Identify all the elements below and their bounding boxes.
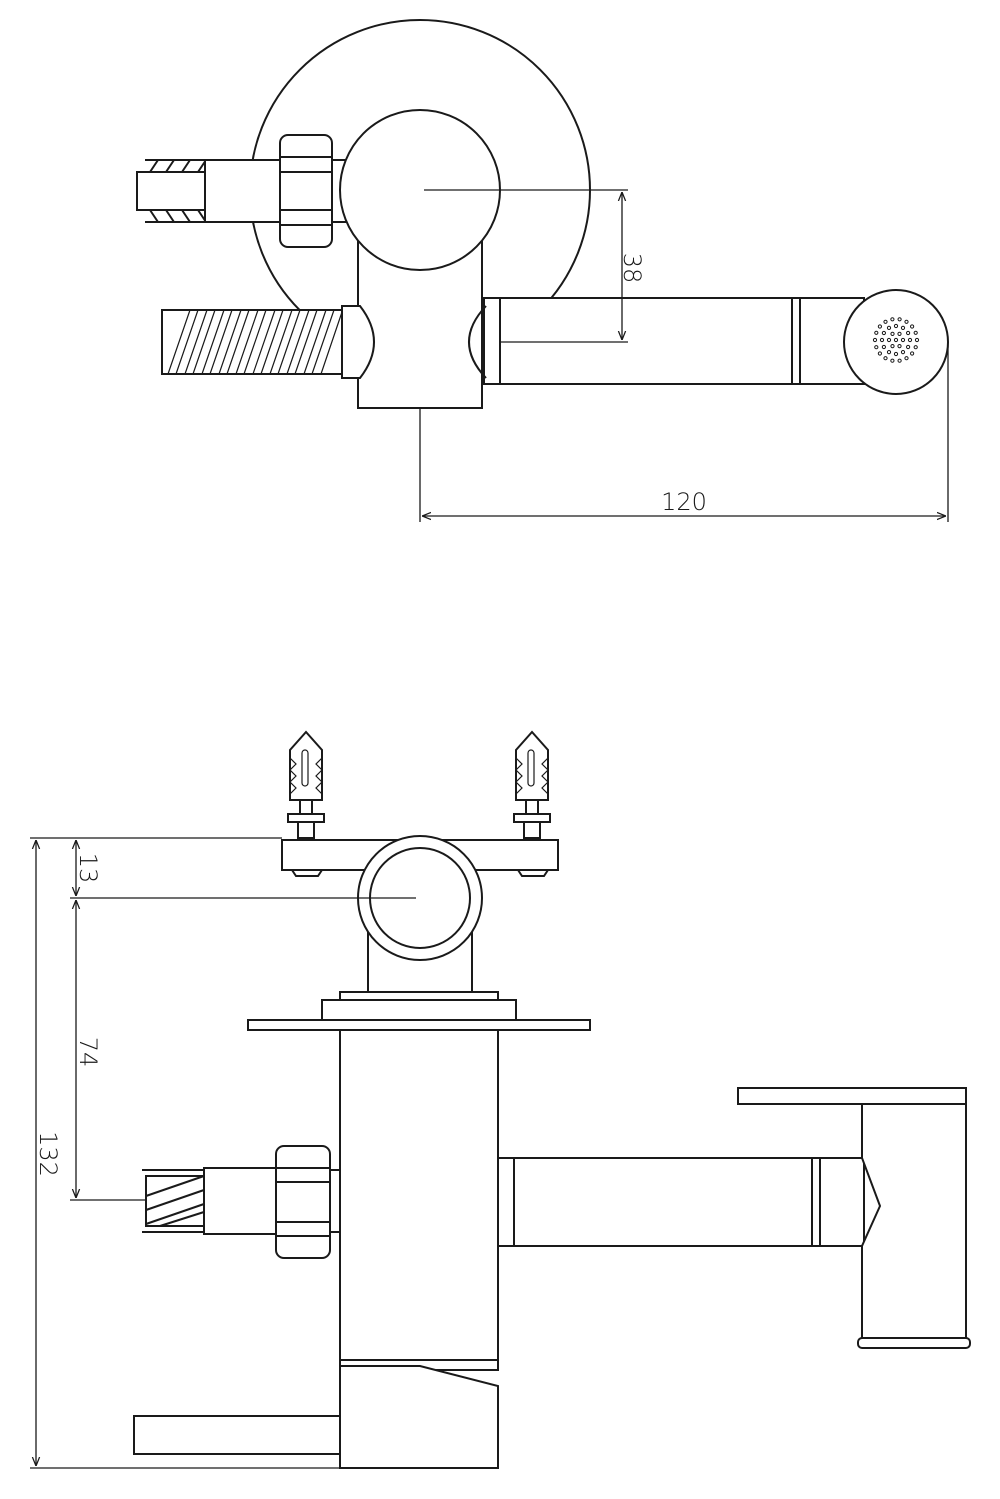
top-view: 38 120 (136, 19, 949, 522)
nozzle-hole (913, 330, 918, 335)
spray-head (843, 289, 949, 395)
nozzle-hole (913, 345, 918, 350)
dimension-38: 38 (618, 192, 646, 340)
nozzle-hole (874, 330, 879, 335)
spray-arm (468, 297, 865, 385)
nozzle-hole (879, 337, 885, 343)
nozzle-hole (907, 337, 913, 343)
nozzle-hole (886, 325, 892, 330)
nozzle-hole (893, 323, 899, 329)
nozzle-hole (877, 351, 883, 356)
nozzle-hole (886, 337, 892, 343)
nozzle-hole (897, 358, 902, 363)
nozzle-hole (900, 350, 906, 355)
spray-arm-side (497, 1157, 865, 1247)
nozzle-hole (900, 337, 906, 343)
lower-hose (161, 305, 375, 379)
nozzle-hole (893, 337, 899, 343)
dimension-label: 38 (618, 253, 646, 284)
nozzle-hole (900, 325, 906, 330)
nozzle-hole (890, 358, 895, 363)
nozzle-hole (890, 317, 895, 322)
nozzle-hole (897, 344, 902, 349)
nozzle-hole (897, 317, 902, 322)
nozzle-hole (881, 330, 887, 336)
nozzle-hole (890, 331, 895, 336)
spray-head-side (737, 1087, 971, 1349)
nozzle-hole (883, 356, 888, 361)
side-inlet-hose (142, 1145, 341, 1259)
dimension-120: 120 (419, 342, 949, 522)
upper-inlet-hose (136, 134, 351, 248)
nozzle-hole (893, 351, 899, 357)
wall-anchor-right (513, 730, 551, 839)
nozzle-hole (906, 330, 911, 336)
dimension-label: 13 (74, 853, 102, 884)
dimension-132: 132 (34, 840, 62, 1466)
nozzle-hole (906, 344, 911, 350)
nozzle-hole (897, 331, 902, 336)
nozzle-hole (910, 351, 915, 356)
dimension-label: 120 (661, 488, 707, 516)
flange-plate (247, 1019, 591, 1031)
dimension-13: 13 (74, 840, 102, 896)
nozzle-hole (872, 337, 878, 343)
nozzle-hole (914, 337, 920, 343)
nozzle-hole (886, 350, 892, 355)
nozzle-hole (877, 324, 883, 329)
dimension-label: 132 (34, 1131, 62, 1177)
side-view: 13 74 132 (30, 730, 971, 1469)
bottom-lever-handle (133, 1415, 341, 1455)
nozzle-hole (910, 324, 915, 329)
nozzle-hole (874, 345, 879, 350)
nozzle-hole (881, 344, 887, 350)
dimension-label: 74 (74, 1037, 102, 1068)
wall-anchor-left (287, 730, 325, 839)
bottom-lever (339, 1365, 499, 1469)
dimension-74: 74 (74, 900, 102, 1198)
nozzle-hole (890, 344, 895, 349)
main-body (339, 1029, 499, 1371)
nozzle-hole (904, 356, 909, 361)
nozzle-hole (904, 319, 909, 324)
nozzle-hole (883, 319, 888, 324)
